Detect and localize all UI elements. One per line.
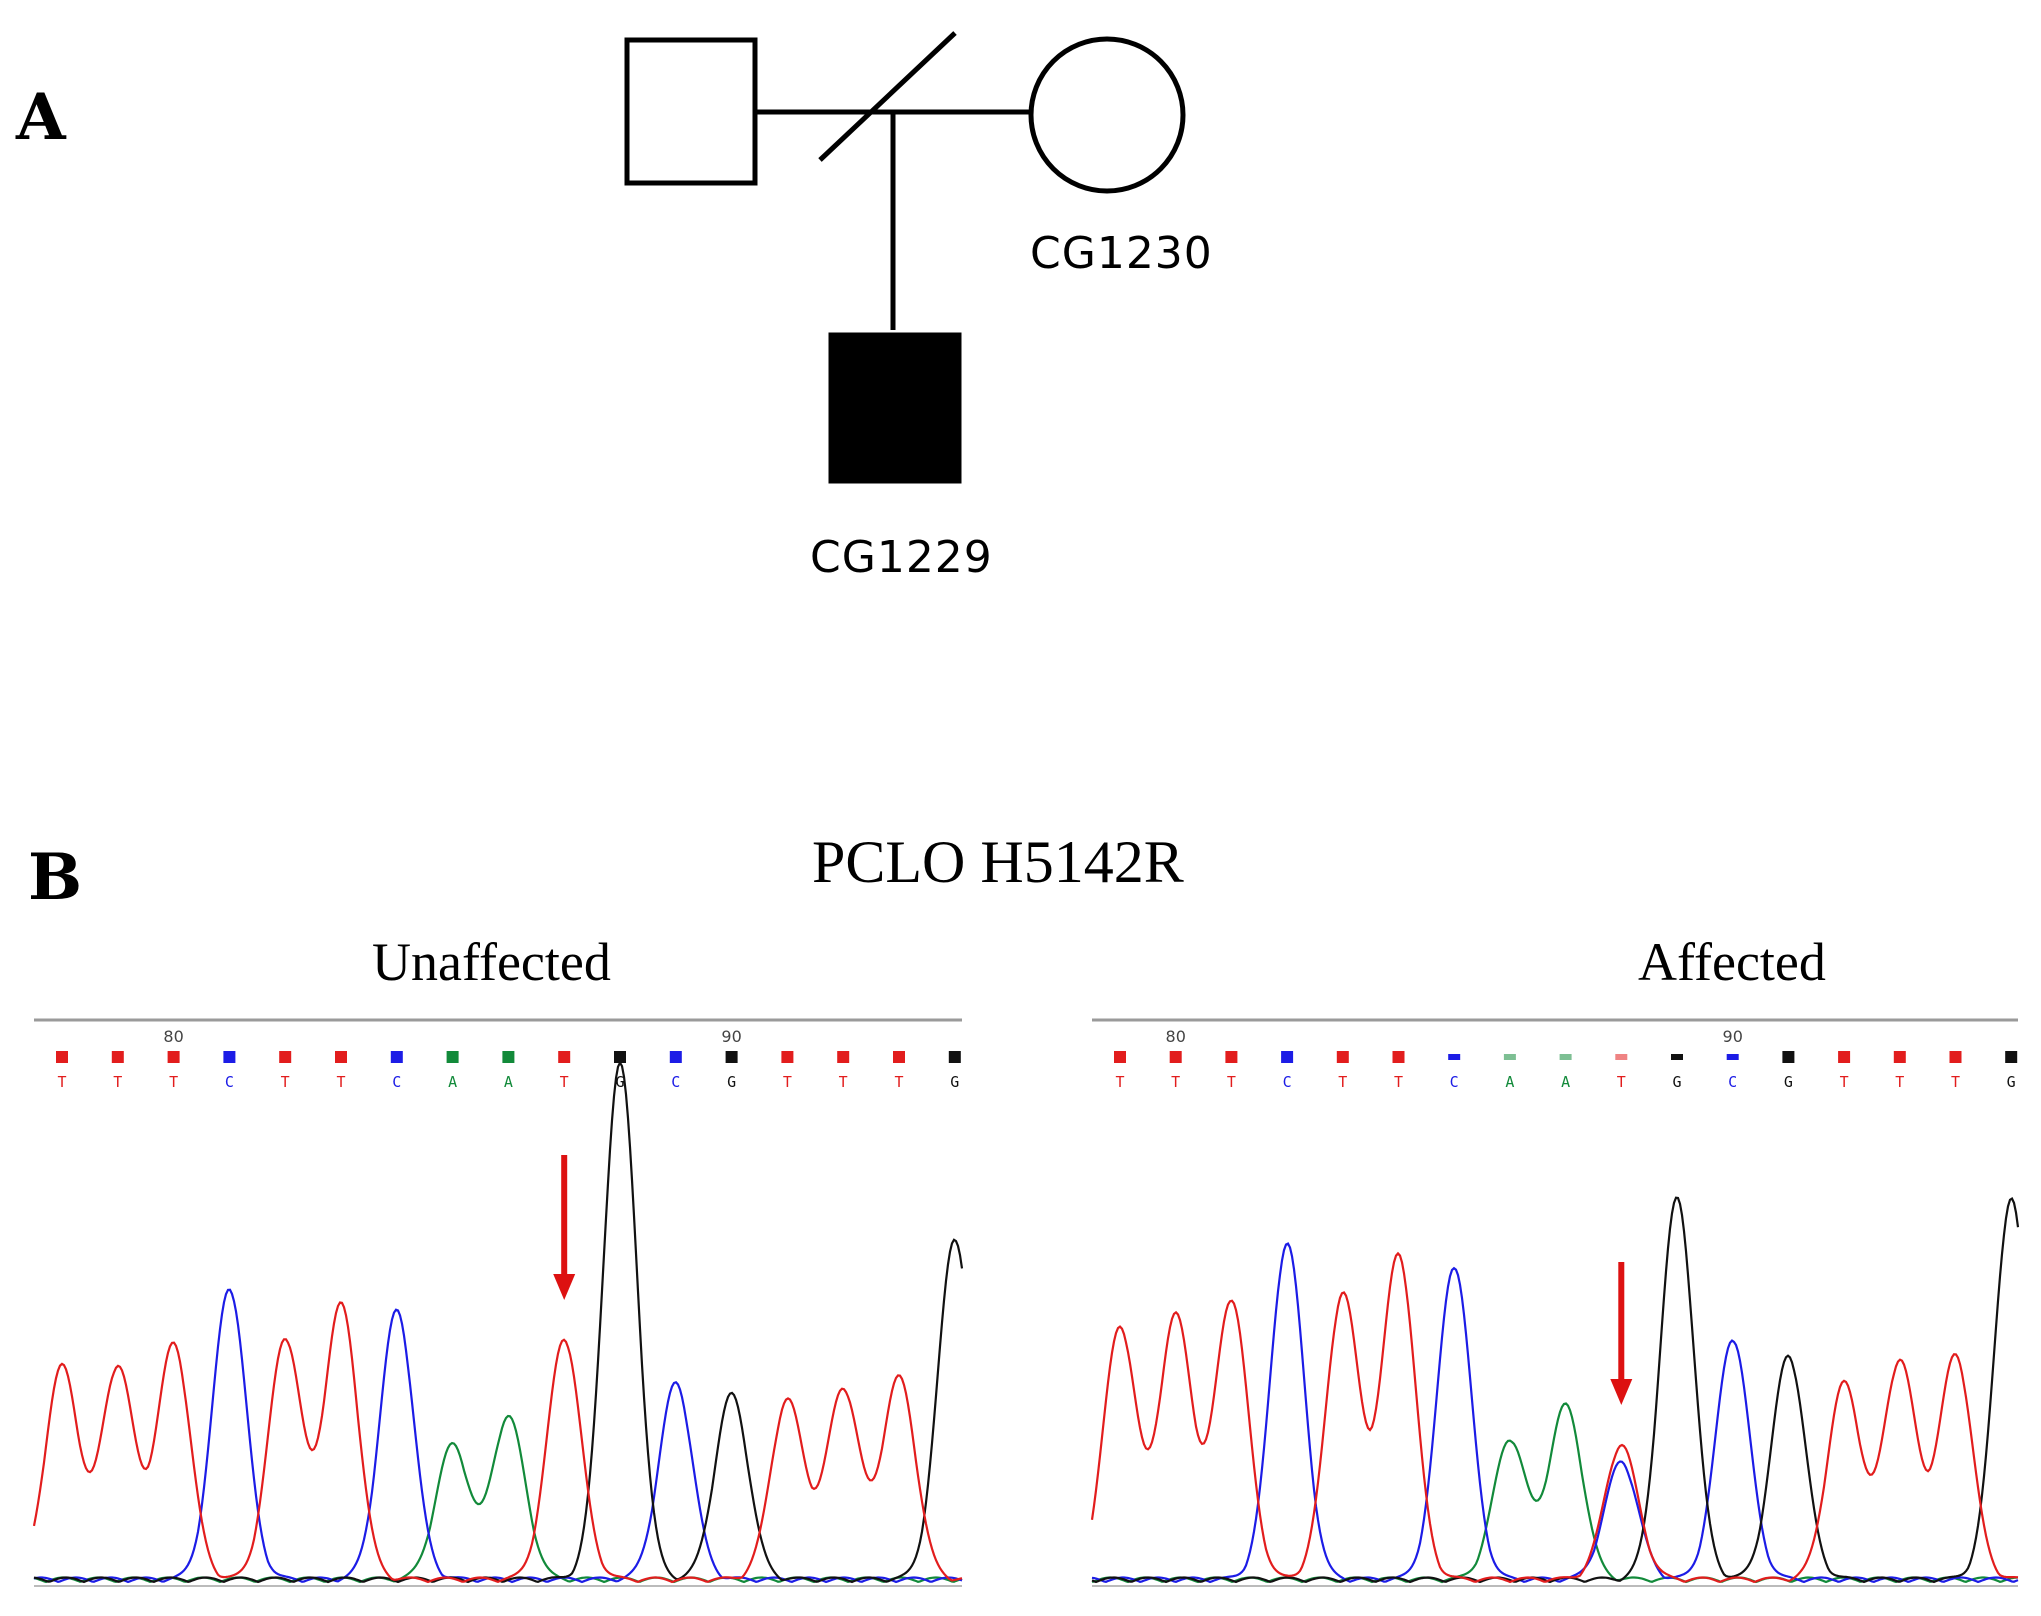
base-call-marker bbox=[1671, 1054, 1683, 1060]
base-call-letter: C bbox=[225, 1073, 234, 1091]
variant-title: PCLO H5142R bbox=[812, 829, 1184, 895]
unaffected-title: Unaffected bbox=[372, 932, 611, 992]
base-call-letter: G bbox=[950, 1073, 959, 1091]
base-call-marker bbox=[1169, 1051, 1182, 1063]
base-call-marker bbox=[948, 1051, 961, 1063]
base-call-letter: T bbox=[113, 1073, 122, 1091]
base-call-marker bbox=[390, 1051, 403, 1063]
position-tick-label: 90 bbox=[721, 1027, 741, 1046]
father-square bbox=[624, 37, 758, 186]
base-call-letter: T bbox=[1338, 1073, 1347, 1091]
base-call-marker bbox=[446, 1051, 459, 1063]
base-call-letter: T bbox=[560, 1073, 569, 1091]
position-tick-label: 90 bbox=[1723, 1027, 1743, 1046]
base-call-marker bbox=[781, 1051, 794, 1063]
mother-circle bbox=[1028, 36, 1186, 194]
base-call-letter: T bbox=[281, 1073, 290, 1091]
base-call-marker bbox=[1615, 1054, 1628, 1060]
panel-a-label: A bbox=[16, 80, 66, 155]
base-call-marker bbox=[725, 1051, 738, 1063]
base-call-marker bbox=[837, 1051, 850, 1063]
base-call-letter: T bbox=[1115, 1073, 1124, 1091]
position-tick-label: 80 bbox=[1166, 1027, 1186, 1046]
trace-channel-C bbox=[1091, 1242, 2019, 1584]
mother-id-label: CG1230 bbox=[1030, 228, 1213, 279]
base-call-letter: T bbox=[1227, 1073, 1236, 1091]
base-call-marker bbox=[1114, 1051, 1126, 1063]
base-call-marker bbox=[1503, 1054, 1516, 1060]
base-call-letter: T bbox=[57, 1073, 66, 1091]
base-call-letter: T bbox=[839, 1073, 848, 1091]
chromatogram-unaffected: 80 90T T T C T T C A A T G C G T T T G bbox=[32, 1018, 964, 1587]
base-call-letter: T bbox=[169, 1073, 178, 1091]
base-call-marker bbox=[1336, 1051, 1349, 1063]
base-call-marker bbox=[2005, 1051, 2018, 1063]
mutation-arrow-head bbox=[1610, 1379, 1633, 1405]
base-call-letter: T bbox=[1171, 1073, 1180, 1091]
base-call-letter: T bbox=[894, 1073, 903, 1091]
chromatogram-affected: 80 90T T T C T T C A A T G C G T T T G bbox=[1090, 1018, 2020, 1587]
panel-b-label: B bbox=[28, 840, 83, 915]
position-tick-label: 80 bbox=[163, 1027, 183, 1046]
base-call-letter: A bbox=[1561, 1073, 1570, 1091]
trace-channel-A bbox=[33, 1414, 963, 1584]
base-call-letter: G bbox=[1784, 1073, 1793, 1091]
base-call-letter: T bbox=[1840, 1073, 1849, 1091]
base-call-marker bbox=[111, 1051, 124, 1063]
base-call-marker bbox=[167, 1051, 180, 1063]
trace-channel-T bbox=[32, 1301, 963, 1584]
base-call-marker bbox=[223, 1051, 236, 1063]
base-call-letter: G bbox=[2007, 1073, 2016, 1091]
base-call-marker bbox=[893, 1051, 905, 1063]
pedigree bbox=[624, 31, 1186, 484]
base-call-letter: C bbox=[1283, 1073, 1292, 1091]
base-call-letter: T bbox=[1951, 1073, 1960, 1091]
trace-channel-C bbox=[33, 1288, 963, 1584]
base-call-letter: G bbox=[727, 1073, 736, 1091]
base-call-marker bbox=[335, 1051, 347, 1063]
base-call-marker bbox=[1782, 1051, 1795, 1063]
proband-square-affected bbox=[828, 332, 962, 484]
base-call-letter: G bbox=[1672, 1073, 1681, 1091]
base-call-marker bbox=[669, 1051, 682, 1063]
affected-title: Affected bbox=[1638, 932, 1826, 992]
base-call-marker bbox=[1726, 1054, 1739, 1060]
base-call-letter: C bbox=[392, 1073, 401, 1091]
base-call-marker bbox=[1225, 1051, 1238, 1063]
base-call-letter: T bbox=[1394, 1073, 1403, 1091]
base-call-letter: A bbox=[448, 1073, 457, 1091]
base-call-marker bbox=[1893, 1051, 1906, 1063]
base-call-letter: T bbox=[1895, 1073, 1904, 1091]
base-call-marker bbox=[1448, 1054, 1461, 1060]
base-call-letter: C bbox=[671, 1073, 680, 1091]
mutation-arrow-head bbox=[553, 1274, 576, 1300]
base-call-letter: T bbox=[1617, 1073, 1626, 1091]
base-call-marker bbox=[56, 1051, 68, 1063]
trace-channel-A bbox=[1092, 1402, 2019, 1584]
trace-channel-G bbox=[1091, 1196, 2020, 1584]
base-call-letter: A bbox=[504, 1073, 513, 1091]
base-call-marker bbox=[1949, 1051, 1962, 1063]
base-call-letter: C bbox=[1450, 1073, 1459, 1091]
base-call-marker bbox=[1281, 1051, 1294, 1063]
base-call-marker bbox=[558, 1051, 571, 1063]
base-call-letter: T bbox=[336, 1073, 345, 1091]
separation-slash bbox=[818, 31, 957, 162]
trace-channel-T bbox=[1090, 1251, 2019, 1584]
base-call-marker bbox=[1392, 1051, 1405, 1063]
trace-channel-G bbox=[33, 1060, 964, 1584]
base-call-letter: T bbox=[783, 1073, 792, 1091]
base-call-letter: C bbox=[1728, 1073, 1737, 1091]
base-call-marker bbox=[614, 1051, 626, 1063]
base-call-marker bbox=[1559, 1054, 1572, 1060]
base-call-letter: A bbox=[1505, 1073, 1514, 1091]
base-call-marker bbox=[1838, 1051, 1851, 1063]
base-call-letter: G bbox=[615, 1073, 624, 1091]
base-call-marker bbox=[279, 1051, 292, 1063]
proband-id-label: CG1229 bbox=[810, 532, 993, 583]
base-call-marker bbox=[502, 1051, 515, 1063]
